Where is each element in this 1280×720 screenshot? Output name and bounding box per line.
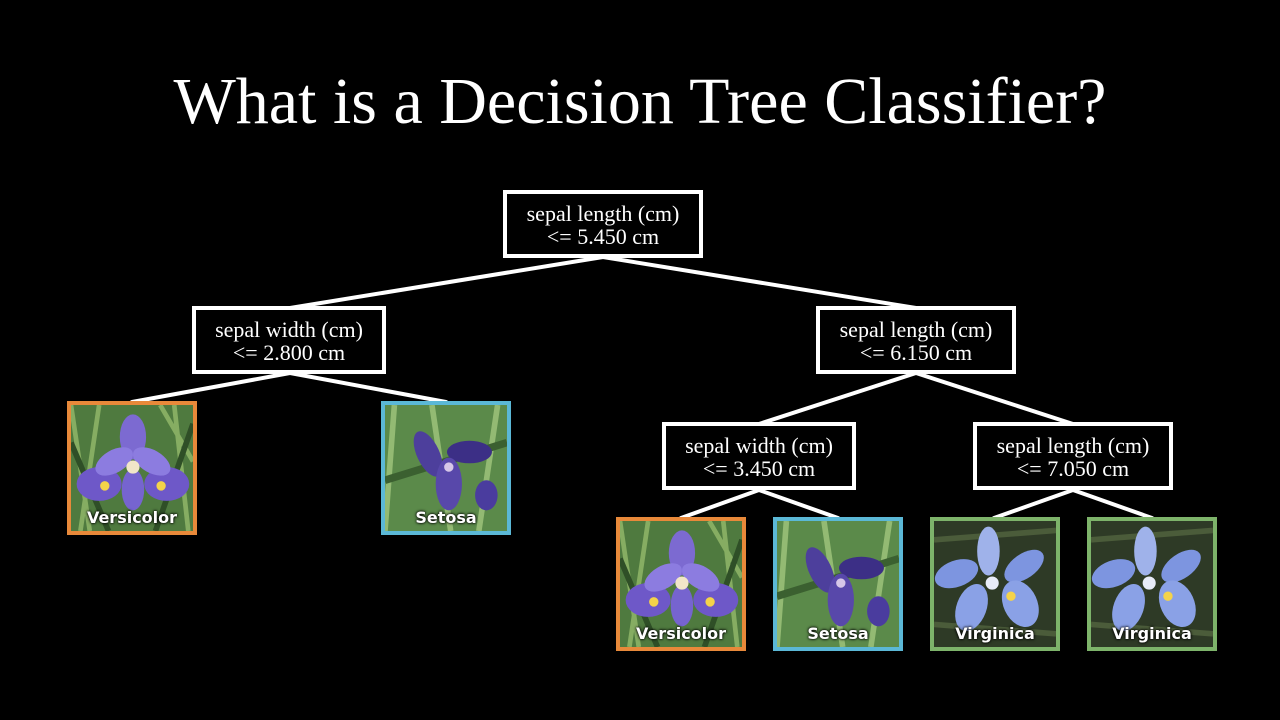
edge-rightleft-leaf3 bbox=[679, 488, 761, 520]
node-left-feature: sepal width (cm) bbox=[215, 317, 363, 342]
node-right-feature: sepal length (cm) bbox=[839, 317, 993, 342]
edge-root-right bbox=[601, 255, 918, 310]
leaf-label: Virginica bbox=[1112, 624, 1192, 643]
leaf-label: Setosa bbox=[415, 508, 477, 527]
leaf-setosa-2: Setosa bbox=[773, 517, 903, 651]
leaf-label: Versicolor bbox=[635, 624, 727, 643]
node-right-left: sepal width (cm) <= 3.450 cm bbox=[662, 422, 856, 490]
edge-rightright-leaf5 bbox=[992, 488, 1075, 520]
node-right-left-feature: sepal width (cm) bbox=[685, 433, 833, 458]
edge-right-rightleft bbox=[757, 371, 918, 426]
node-left-threshold: <= 2.800 cm bbox=[232, 340, 346, 365]
node-right-threshold: <= 6.150 cm bbox=[859, 340, 973, 365]
node-right-left-threshold: <= 3.450 cm bbox=[702, 456, 816, 481]
edge-left-leaf1 bbox=[130, 371, 292, 404]
node-right: sepal length (cm) <= 6.150 cm bbox=[816, 306, 1016, 374]
edge-rightleft-leaf4 bbox=[757, 488, 840, 520]
node-right-right: sepal length (cm) <= 7.050 cm bbox=[973, 422, 1173, 490]
node-root: sepal length (cm) <= 5.450 cm bbox=[503, 190, 703, 258]
leaf-versicolor-2: Versicolor bbox=[616, 517, 746, 651]
page-title: What is a Decision Tree Classifier? bbox=[173, 65, 1107, 138]
node-left: sepal width (cm) <= 2.800 cm bbox=[192, 306, 386, 374]
node-root-threshold: <= 5.450 cm bbox=[546, 224, 660, 249]
node-right-right-feature: sepal length (cm) bbox=[996, 433, 1150, 458]
leaf-label: Virginica bbox=[955, 624, 1035, 643]
edge-root-left bbox=[288, 255, 605, 310]
edge-right-rightright bbox=[914, 371, 1075, 426]
leaf-label: Setosa bbox=[807, 624, 869, 643]
node-right-right-threshold: <= 7.050 cm bbox=[1016, 456, 1130, 481]
leaf-versicolor-1: Versicolor bbox=[67, 401, 197, 535]
edge-left-leaf2 bbox=[288, 371, 448, 404]
leaf-setosa-1: Setosa bbox=[381, 401, 511, 535]
leaf-virginica-2: Virginica bbox=[1087, 517, 1217, 651]
leaf-virginica-1: Virginica bbox=[930, 517, 1060, 651]
edge-rightright-leaf6 bbox=[1071, 488, 1154, 520]
leaf-label: Versicolor bbox=[86, 508, 178, 527]
node-root-feature: sepal length (cm) bbox=[526, 201, 680, 226]
